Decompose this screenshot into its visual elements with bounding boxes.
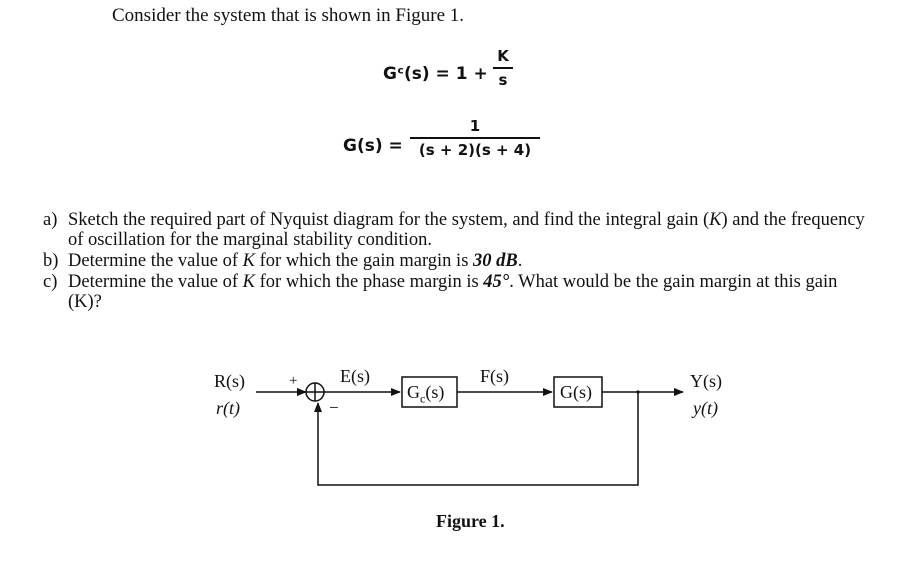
g-fraction-bar xyxy=(410,137,540,139)
g-numerator: 1 xyxy=(469,117,481,135)
takeoff-point xyxy=(636,390,640,394)
g-equation-lhs: G(s) = xyxy=(343,136,403,156)
gc-denominator: s xyxy=(498,70,508,89)
output-label-s: Y(s) xyxy=(690,371,722,391)
question-b: b) Determine the value of K for which th… xyxy=(43,251,873,271)
error-label: E(s) xyxy=(340,366,370,386)
question-a: a) Sketch the required part of Nyquist d… xyxy=(43,210,873,250)
gc-numerator: K xyxy=(497,47,509,65)
question-label: c) xyxy=(43,272,58,292)
question-list: a) Sketch the required part of Nyquist d… xyxy=(43,210,873,313)
minus-sign: − xyxy=(329,398,339,417)
output-label-t: y(t) xyxy=(693,398,718,418)
input-label-t: r(t) xyxy=(216,398,240,418)
question-c: c) Determine the value of K for which th… xyxy=(43,272,873,312)
intro-text: Consider the system that is shown in Fig… xyxy=(112,5,465,26)
feedback-path xyxy=(317,392,639,486)
figure-caption: Figure 1. xyxy=(436,511,505,531)
feedback-arrowhead xyxy=(314,402,322,412)
question-text: Determine the value of K for which the p… xyxy=(68,272,838,312)
plus-sign: + xyxy=(289,373,298,389)
g-fraction: 1 (s + 2)(s + 4) xyxy=(410,117,540,159)
gc-fraction-bar xyxy=(493,67,513,69)
question-label: b) xyxy=(43,251,59,271)
feedforward-label: F(s) xyxy=(480,366,510,386)
gc-fraction: K s xyxy=(493,47,513,89)
question-text: Sketch the required part of Nyquist diag… xyxy=(68,210,865,250)
g-denominator: (s + 2)(s + 4) xyxy=(418,140,532,159)
question-text: Determine the value of K for which the g… xyxy=(68,251,523,271)
question-label: a) xyxy=(43,210,58,230)
controller-label: Gc(s) xyxy=(407,382,445,406)
plant-label: G(s) xyxy=(560,382,592,402)
input-label-s: R(s) xyxy=(214,371,245,391)
gc-equation-lhs: Gᶜ(s) = 1 + xyxy=(383,64,488,84)
